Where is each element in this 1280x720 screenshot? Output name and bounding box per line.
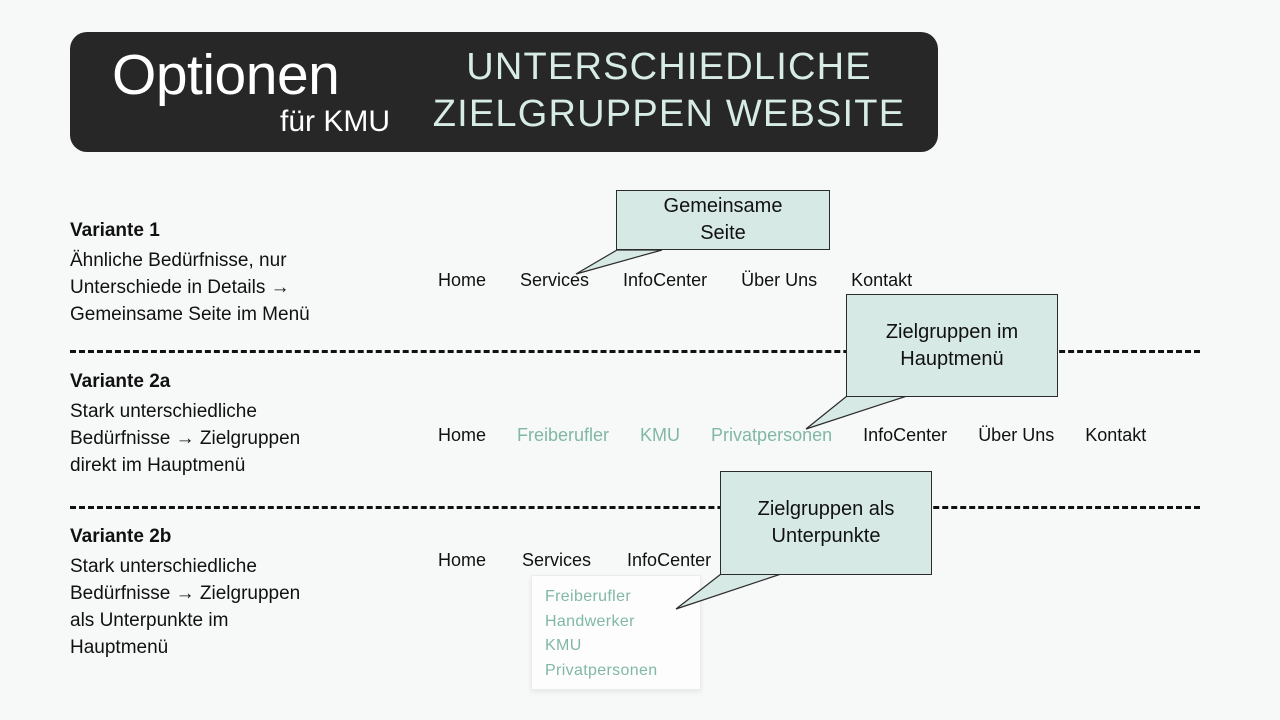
header-left-group: Optionen für KMU — [70, 45, 400, 139]
menu-item-services[interactable]: Services — [522, 550, 592, 570]
menubar-variante-2a: Home Freiberufler KMU Privatpersonen InfoCen… — [438, 423, 1146, 447]
menubar-variante-1: Home Services InfoCenter Über Uns Kontakt — [438, 268, 912, 292]
dropdown-item-handwerker[interactable]: Handwerker — [545, 612, 635, 630]
menu-item-kontakt[interactable]: Kontakt — [851, 270, 913, 290]
page-title: Optionen — [112, 43, 340, 107]
section-divider-1 — [70, 350, 1200, 353]
menu-item-kmu[interactable]: KMU — [640, 425, 681, 445]
callout-zielgruppen-unterpunkte: Zielgruppen als Unterpunkte — [720, 471, 932, 575]
header-badge: Optionen für KMU UNTERSCHIEDLICHE ZIELGR… — [70, 32, 938, 152]
menu-item-infocenter[interactable]: InfoCenter — [623, 270, 708, 290]
callout-zielgruppen-hauptmenue: Zielgruppen im Hauptmenü — [846, 294, 1058, 397]
dropdown-item-kmu[interactable]: KMU — [545, 637, 582, 654]
menu-item-privatpersonen[interactable]: Privatpersonen — [711, 425, 833, 445]
callout-zielgruppen-unterpunkte-text: Zielgruppen als Unterpunkte — [757, 498, 895, 547]
dropdown-item-freiberufler[interactable]: Freiberufler — [545, 588, 632, 605]
variant-block-2a: Variante 2a Stark unterschiedliche Bedür… — [70, 369, 400, 479]
menu-item-kontakt[interactable]: Kontakt — [1085, 425, 1147, 445]
menu-item-home[interactable]: Home — [438, 425, 487, 445]
header-topic-line-1: UNTERSCHIEDLICHE — [466, 46, 872, 88]
menu-item-home[interactable]: Home — [438, 270, 487, 290]
variant-block-2b: Variante 2b Stark unterschiedliche Bedür… — [70, 524, 400, 661]
variant-2a-heading: Variante 2a — [70, 371, 171, 392]
variant-2b-heading: Variante 2b — [70, 526, 172, 547]
page-subtitle: für KMU — [279, 105, 390, 138]
header-topic-line-2: ZIELGRUPPEN WEBSITE — [432, 93, 906, 135]
menu-item-freiberufler[interactable]: Freiberufler — [517, 425, 610, 445]
variant-block-1: Variante 1 Ähnliche Bedürfnisse, nur Unt… — [70, 218, 400, 328]
variant-1-description: Ähnliche Bedürfnisse, nur Unterschiede i… — [70, 250, 310, 325]
menu-item-über-uns[interactable]: Über Uns — [741, 270, 818, 290]
menu-item-über-uns[interactable]: Über Uns — [978, 425, 1055, 445]
section-divider-2 — [70, 506, 1200, 509]
callout-zielgruppen-hauptmenue-text: Zielgruppen im Hauptmenü — [885, 320, 1019, 370]
menu-item-services[interactable]: Services — [520, 270, 590, 290]
callout-gemeinsame-seite-text: Gemeinsame Seite — [663, 195, 783, 244]
menu-item-home[interactable]: Home — [438, 550, 487, 570]
variant-2a-description: Stark unterschiedliche Bedürfnisse → Zie… — [70, 401, 301, 476]
dropdown-item-privatpersonen[interactable]: Privatpersonen — [545, 661, 658, 679]
menu-item-infocenter[interactable]: InfoCenter — [627, 550, 712, 570]
variant-2b-description: Stark unterschiedliche Bedürfnisse → Zie… — [70, 556, 301, 658]
menu-item-infocenter[interactable]: InfoCenter — [863, 425, 948, 445]
variant-1-heading: Variante 1 — [70, 220, 160, 241]
header-right-group: UNTERSCHIEDLICHE ZIELGRUPPEN WEBSITE — [400, 44, 938, 140]
callout-gemeinsame-seite: Gemeinsame Seite — [616, 190, 830, 250]
